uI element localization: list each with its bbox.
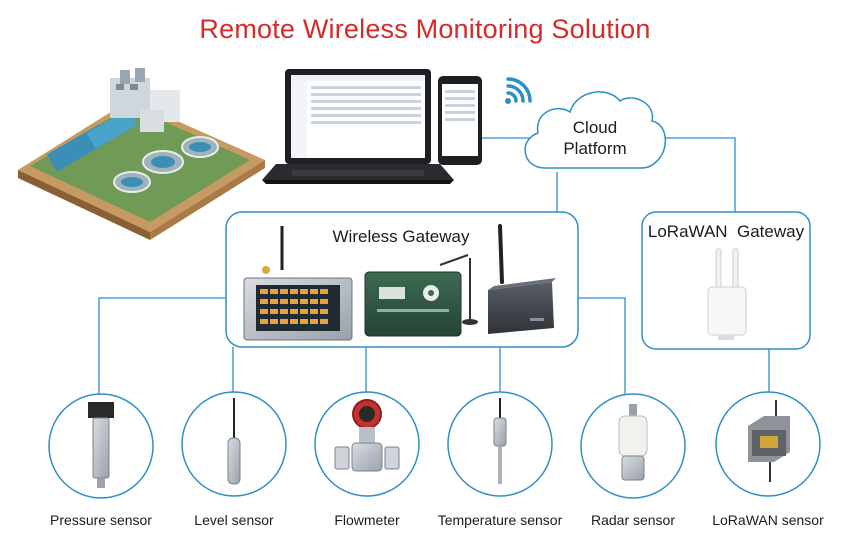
phone-illustration [438, 76, 482, 165]
connector-gateway-pressure [98, 297, 226, 395]
lorawan-gateway-title: LoRaWAN Gateway [647, 222, 805, 241]
pressure-sensor-label: Pressure sensor [50, 512, 152, 528]
wireless-gateway-title: Wireless Gateway [332, 227, 470, 246]
flowmeter-device [334, 399, 400, 472]
treatment-plant-illustration [18, 68, 265, 240]
gateway-device-router [488, 224, 556, 334]
temperature-sensor-device [493, 398, 507, 484]
cloud-label-line2: Platform [563, 139, 627, 158]
lorawan-gateway-device [707, 248, 747, 340]
temperature-sensor-label: Temperature sensor [437, 512, 563, 528]
connector-gateway-radar [578, 297, 626, 395]
laptop-illustration [262, 69, 454, 184]
pressure-sensor-device [88, 402, 114, 488]
level-sensor-device [227, 398, 241, 485]
flowmeter-label: Flowmeter [334, 512, 400, 528]
gateway-device-controller [364, 254, 478, 337]
radar-sensor-label: Radar sensor [590, 512, 676, 528]
lorawan-gateway-box [641, 211, 811, 350]
lorawan-sensor-device [748, 400, 790, 482]
radar-sensor-device [618, 404, 648, 481]
cloud-label: Cloud Platform [534, 117, 656, 159]
cloud-label-line1: Cloud [572, 118, 618, 137]
gateway-device-touchscreen [243, 226, 353, 341]
connector-lines [98, 131, 770, 395]
level-sensor-label: Level sensor [194, 512, 274, 528]
lorawan-sensor-label: LoRaWAN sensor [712, 512, 824, 528]
sensor-circles [48, 391, 821, 499]
wifi-icon [505, 77, 532, 104]
diagram-title: Remote Wireless Monitoring Solution [199, 14, 651, 44]
cloud-shape [524, 91, 666, 169]
connector-laptop-cloud [479, 131, 535, 139]
connector-cloud-lorawan [650, 137, 736, 212]
